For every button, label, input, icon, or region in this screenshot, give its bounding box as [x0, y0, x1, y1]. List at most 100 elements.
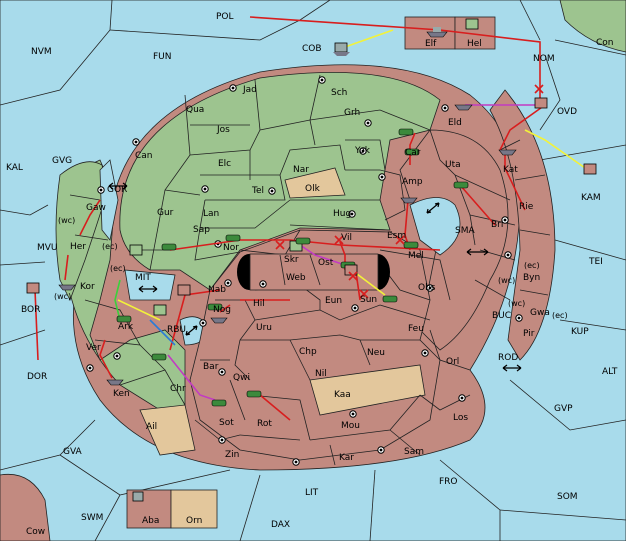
- army-icon: [453, 181, 469, 189]
- label-olk: Olk: [305, 184, 321, 194]
- army-icon: [207, 303, 223, 311]
- label-nom: NOM: [533, 54, 555, 64]
- label-hil: Hil: [253, 299, 265, 309]
- label-ark: Ark: [118, 322, 134, 332]
- label-rie: Rie: [519, 202, 534, 212]
- label-fro: FRO: [439, 477, 458, 487]
- label-kat: Kat: [503, 165, 518, 175]
- label-orl: Orl: [446, 357, 459, 367]
- label-ovd: OVD: [557, 107, 577, 117]
- label-her-wc: (wc): [58, 216, 75, 225]
- army-icon: [583, 163, 597, 175]
- label-nvm: NVM: [31, 47, 52, 57]
- label-byn: Byn: [523, 273, 540, 283]
- label-sot: Sot: [219, 418, 234, 428]
- label-can: Can: [135, 151, 153, 161]
- green-heartland: [119, 72, 441, 291]
- label-jad: Jad: [242, 85, 257, 95]
- label-feu: Feu: [408, 324, 424, 334]
- label-ver: Ver: [86, 343, 101, 353]
- dislodge-marks: [275, 84, 544, 299]
- army-icon: [129, 244, 143, 256]
- army-icon: [161, 243, 177, 251]
- label-jos: Jos: [216, 125, 230, 135]
- label-hug: Hug: [333, 209, 351, 219]
- label-lan: Lan: [203, 209, 219, 219]
- label-tei: TEI: [588, 257, 603, 267]
- label-her-ec: (ec): [102, 242, 118, 251]
- army-icon: [211, 399, 227, 407]
- fleet-icon: [426, 27, 448, 38]
- label-sch: Sch: [331, 88, 347, 98]
- label-uta: Uta: [445, 160, 461, 170]
- label-nar: Nar: [293, 165, 309, 175]
- label-vil: Vil: [341, 233, 352, 243]
- fleet-icon: [454, 104, 473, 111]
- army-icon: [382, 295, 398, 303]
- label-gwa: Gwa: [530, 308, 550, 318]
- label-swm: SWM: [81, 513, 103, 523]
- label-uru: Uru: [256, 323, 272, 333]
- two-way-arrows: [108, 182, 522, 372]
- prov-ail[interactable]: [139, 404, 196, 456]
- fleet-icon: [498, 149, 517, 156]
- prov-kaa[interactable]: [309, 364, 426, 416]
- east-outer-arm: [489, 89, 556, 361]
- fleet-icon: [58, 284, 76, 291]
- label-kar: Kar: [339, 453, 354, 463]
- label-tel: Tel: [251, 186, 264, 196]
- label-aba: Aba: [142, 516, 159, 526]
- label-rbu: RBU: [167, 325, 186, 335]
- label-chp: Chp: [299, 347, 317, 357]
- label-ail: Ail: [146, 422, 157, 432]
- label-los: Los: [453, 413, 468, 423]
- label-her: Her: [70, 242, 86, 252]
- army-icon: [295, 237, 311, 245]
- label-kaa: Kaa: [334, 390, 351, 400]
- prov-olk[interactable]: [284, 167, 346, 199]
- army-icon: [153, 304, 167, 316]
- label-qua: Qua: [186, 105, 204, 115]
- label-gva: GVA: [63, 447, 83, 457]
- label-qwi: Qwi: [233, 373, 250, 383]
- label-gvp: GVP: [554, 404, 573, 414]
- label-hel: Hel: [467, 39, 482, 49]
- label-bor: BOR: [21, 305, 40, 315]
- label-eun: Eun: [325, 296, 342, 306]
- army-icon: [151, 353, 167, 361]
- label-rot: Rot: [257, 419, 272, 429]
- label-mou: Mou: [341, 421, 360, 431]
- army-icon: [132, 491, 144, 502]
- label-gwa-wc: (wc): [508, 299, 525, 308]
- label-nil: Nil: [315, 369, 327, 379]
- label-ost: Ost: [318, 258, 334, 268]
- label-gvg: GVG: [52, 156, 72, 166]
- army-icon: [177, 284, 191, 296]
- label-esm: Esm: [387, 231, 406, 241]
- label-amp: Amp: [402, 177, 423, 187]
- label-cob: COB: [302, 44, 322, 54]
- label-rod: ROD: [498, 353, 518, 363]
- army-icon: [398, 128, 414, 136]
- units: [26, 18, 597, 502]
- label-kor-wc: (wc): [54, 292, 71, 301]
- label-bar: Bar: [203, 362, 219, 372]
- label-gaw: Gaw: [86, 203, 106, 213]
- label-neu: Neu: [367, 348, 385, 358]
- label-gor: GOR: [107, 185, 127, 195]
- fleet-icon: [465, 18, 479, 30]
- label-con: Con: [596, 38, 614, 48]
- prov-orn[interactable]: [170, 489, 218, 529]
- label-chr: Chr: [170, 384, 186, 394]
- label-web: Web: [286, 273, 306, 283]
- label-ken: Ken: [113, 389, 130, 399]
- army-icon: [534, 97, 548, 109]
- prov-cow[interactable]: [0, 473, 51, 541]
- label-som: SOM: [557, 492, 578, 502]
- label-pol: POL: [216, 12, 234, 22]
- fleet-icon: [333, 42, 350, 56]
- label-yok: Yok: [354, 146, 371, 156]
- prov-aba[interactable]: [126, 489, 172, 529]
- label-grh: Grh: [344, 108, 360, 118]
